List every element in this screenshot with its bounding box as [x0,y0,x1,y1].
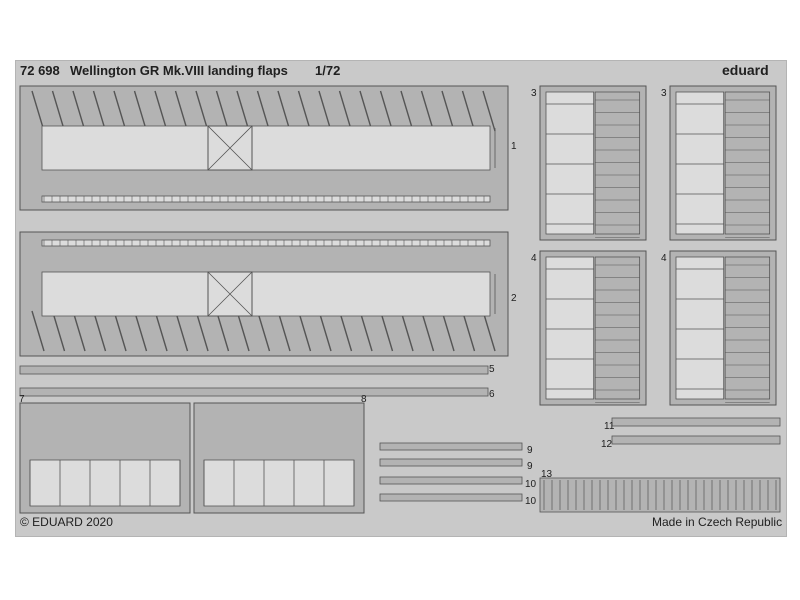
part-3a-panel [545,91,595,235]
flap-lattice [41,239,491,247]
part-4b-panel [675,256,725,400]
part-number-3b: 3 [661,88,667,99]
flap-rib [154,310,168,352]
flap-rib [461,90,476,132]
flap-rib [277,310,291,352]
part-3b-panel [675,91,725,235]
origin-text: Made in Czech Republic [652,515,783,529]
flap-rib [318,90,332,132]
flap-rib [236,90,250,132]
flap-rib [400,310,414,352]
flap-rib [72,310,86,352]
sheet-title: Wellington GR Mk.VIII landing flaps [70,63,288,78]
flap-rib [31,310,45,352]
flap-panel [41,125,491,171]
flap-brace [207,125,253,171]
flap-rib [441,90,455,132]
flap-rib [92,90,107,132]
part-3a-ladder [594,91,641,235]
flap-rib [174,310,189,352]
part-number-11: 11 [604,421,615,432]
part-number-1: 1 [511,141,517,152]
flap-rib [359,90,373,132]
flap-brace-panel [207,125,253,171]
part-number-10b: 10 [525,496,537,507]
flap-rib [400,90,414,132]
flap-rib [72,90,86,132]
part-number-5: 5 [489,364,495,375]
flap-rib [51,310,66,352]
flap-rib [482,90,496,132]
scale-label: 1/72 [315,63,341,78]
part-number-7: 7 [19,394,25,405]
part-number-2: 2 [511,293,517,304]
part-number-4b: 4 [661,253,667,264]
part-number-6: 6 [489,389,495,400]
flap-rib [51,90,66,132]
part-number-8: 8 [361,394,367,405]
part-strip-9 [379,458,523,467]
flap-rib [31,90,45,132]
flap-rib [236,310,250,352]
flap-rib [482,310,496,352]
flap-rib [195,310,209,352]
flap-rib [420,90,435,132]
part-number-9a: 9 [527,445,533,456]
flap-brace [207,271,253,317]
flap-rib [113,90,127,132]
part-number-9b: 9 [527,461,533,472]
product-number: 72 698 [20,63,60,78]
part-strip-10 [379,476,523,485]
part-4a-panel [545,256,595,400]
flap-rib [195,90,209,132]
flap-rib [133,310,148,352]
flap-rib [215,90,230,132]
flap-lattice [41,195,491,203]
flap-rib [256,90,271,132]
flap-rib [154,90,168,132]
part-8-flap-panel [203,459,355,507]
flap-rib [338,310,353,352]
flap-rib [113,310,127,352]
flap-rib [359,310,373,352]
part-6-strip [19,387,489,397]
flap-brace-panel [207,271,253,317]
part-number-10a: 10 [525,479,537,490]
part-13-comb [539,477,781,513]
flap-rib [174,90,189,132]
part-12-strip [611,435,781,445]
part-4b-ladder [724,256,771,400]
part-4a-ladder [594,256,641,400]
flap-rib [338,90,353,132]
brand-logo: eduard [722,62,769,78]
flap-rib [277,90,291,132]
part-number-3a: 3 [531,88,537,99]
flap-rib [133,90,148,132]
flap-rib [379,90,394,132]
part-strip-9 [379,442,523,451]
part-number-12: 12 [601,439,613,450]
part-strip-10 [379,493,523,502]
part-number-4a: 4 [531,253,537,264]
flap-rib [441,310,455,352]
flap-rib [379,310,394,352]
flap-panel [41,271,491,317]
flap-rib [318,310,332,352]
part-number-13: 13 [541,469,553,480]
part-5-strip [19,365,489,375]
flap-rib [92,310,107,352]
flap-rib [420,310,435,352]
flap-rib [297,90,312,132]
flap-rib [297,310,312,352]
flap-rib [461,310,476,352]
part-7-flap-panel [29,459,181,507]
flap-rib [215,310,230,352]
part-11-strip [611,417,781,427]
flap-rib [256,310,271,352]
part-3b-ladder [724,91,771,235]
copyright-text: © EDUARD 2020 [20,515,113,529]
